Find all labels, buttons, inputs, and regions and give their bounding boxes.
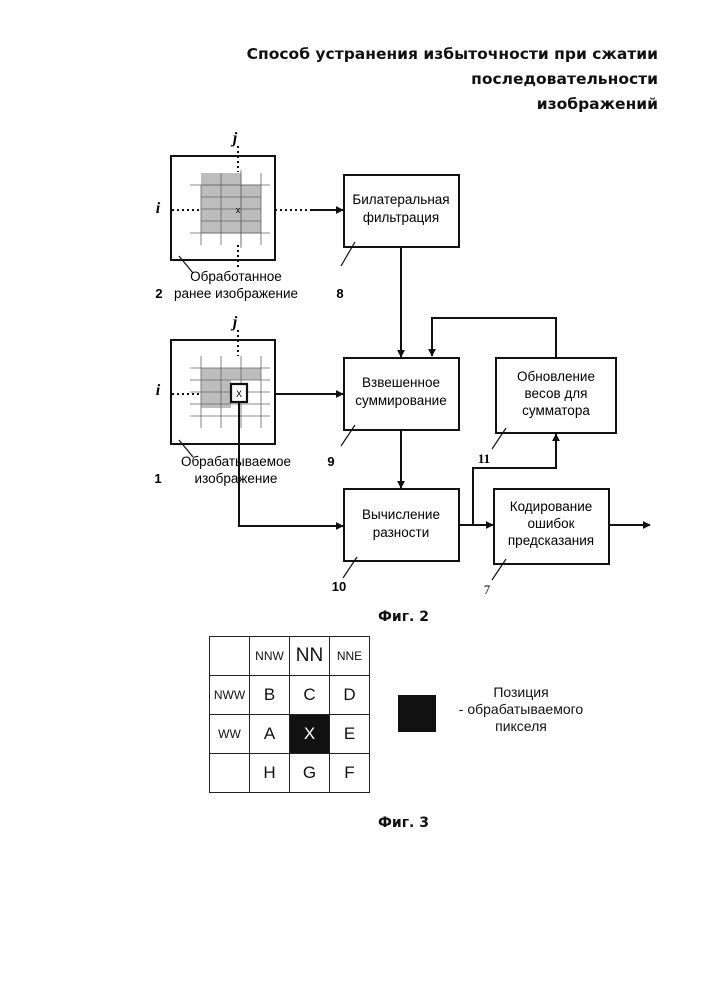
grid-cell-nne: NNE (330, 637, 370, 676)
current-image-label-1: Обрабатываемое (181, 454, 291, 469)
current-axis-i: i (156, 382, 161, 399)
prev-image-number: 2 (155, 286, 162, 301)
grid-cell-nnw: NNW (250, 637, 290, 676)
fig3-neighborhood-grid: NNW NN NNE NWW B C D WW A X E H G F (209, 636, 370, 793)
grid-cell (210, 637, 250, 676)
prev-axis-j: j (230, 130, 238, 147)
grid-cell-ww: WW (210, 715, 250, 754)
grid-cell-nn: NN (290, 637, 330, 676)
grid-cell (210, 754, 250, 793)
legend-line-1: Позиция (446, 684, 596, 701)
bilateral-line2: фильтрация (363, 210, 439, 225)
grid-cell-g: G (290, 754, 330, 793)
previous-image-frame (171, 146, 275, 270)
weighted-number: 9 (327, 454, 334, 469)
legend-line-2: - обрабатываемого (446, 701, 596, 718)
legend-swatch (398, 695, 436, 732)
coding-line1: Кодирование (510, 499, 593, 514)
update-line2: весов для (525, 386, 588, 401)
prev-image-label-2: ранее изображение (174, 286, 298, 301)
prev-axis-i: i (156, 200, 161, 217)
legend-text: Позиция - обрабатываемого пикселя (446, 684, 596, 735)
difference-line1: Вычисление (362, 507, 440, 522)
current-image-frame (171, 330, 275, 444)
prev-image-label-1: Обработанное (190, 269, 282, 284)
fig2-caption: Фиг. 2 (378, 609, 429, 625)
grid-cell-f: F (330, 754, 370, 793)
legend-line-3: пикселя (446, 718, 596, 735)
difference-line2: разности (373, 525, 430, 540)
grid-row: NWW B C D (210, 676, 370, 715)
fig2-diagram: x j i Обработанное ранее изображение 2 X… (0, 0, 707, 620)
update-line1: Обновление (517, 369, 595, 384)
grid-cell-b: B (250, 676, 290, 715)
current-pixel-mark: X (236, 389, 242, 399)
coding-line2: ошибок (527, 516, 574, 531)
grid-cell-d: D (330, 676, 370, 715)
weighted-line2: суммирование (355, 393, 447, 408)
update-line3: сумматора (522, 403, 590, 418)
coding-number: 7 (484, 582, 491, 597)
current-axis-j: j (230, 314, 238, 331)
current-image-label-2: изображение (195, 471, 278, 486)
grid-cell-nww: NWW (210, 676, 250, 715)
grid-cell-e: E (330, 715, 370, 754)
current-image-number: 1 (154, 471, 161, 486)
grid-cell-a: A (250, 715, 290, 754)
grid-cell-h: H (250, 754, 290, 793)
difference-number: 10 (332, 579, 346, 594)
prev-pixel-mark: x (236, 205, 241, 215)
grid-row: H G F (210, 754, 370, 793)
fig3-caption: Фиг. 3 (378, 815, 429, 831)
weighted-line1: Взвешенное (362, 375, 440, 390)
bilateral-number: 8 (336, 286, 343, 301)
update-number: 11 (478, 451, 490, 466)
coding-line3: предсказания (508, 533, 594, 548)
grid-cell-c: C (290, 676, 330, 715)
grid-cell-x: X (290, 715, 330, 754)
bilateral-line1: Билатеральная (352, 192, 449, 207)
grid-row: WW A X E (210, 715, 370, 754)
grid-row: NNW NN NNE (210, 637, 370, 676)
